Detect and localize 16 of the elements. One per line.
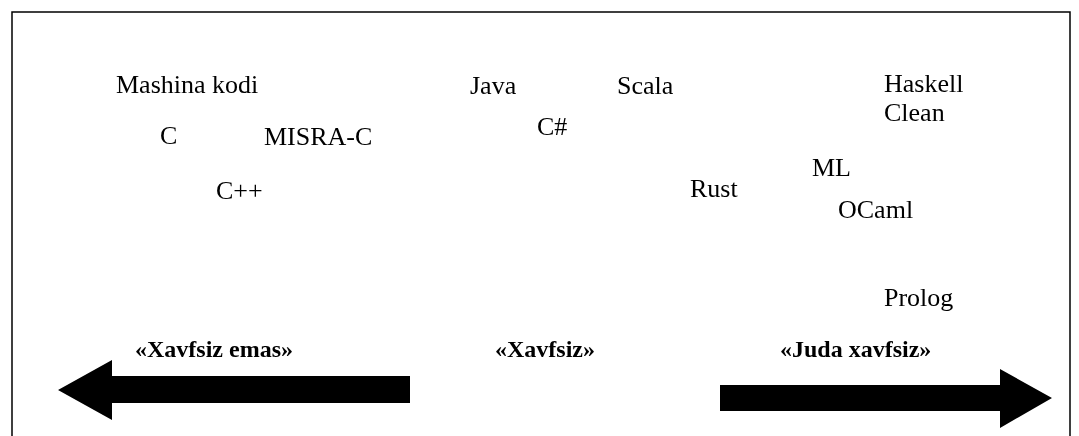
language-label: Clean [884,98,945,128]
language-label: «Xavfsiz emas» [135,335,293,364]
language-label: «Xavfsiz» [495,335,595,364]
language-label: C++ [216,176,263,206]
language-label: C [160,121,178,151]
language-label: Scala [617,71,674,101]
language-label: Prolog [884,283,954,313]
language-label: Rust [690,174,738,204]
language-label: «Juda xavfsiz» [780,335,932,364]
language-label: Haskell [884,69,964,99]
language-label: OCaml [838,195,914,225]
language-label: ML [812,153,851,183]
language-label: Mashina kodi [116,70,259,100]
language-label: MISRA-C [264,122,373,152]
language-label: C# [537,112,568,142]
language-label: Java [470,71,517,101]
